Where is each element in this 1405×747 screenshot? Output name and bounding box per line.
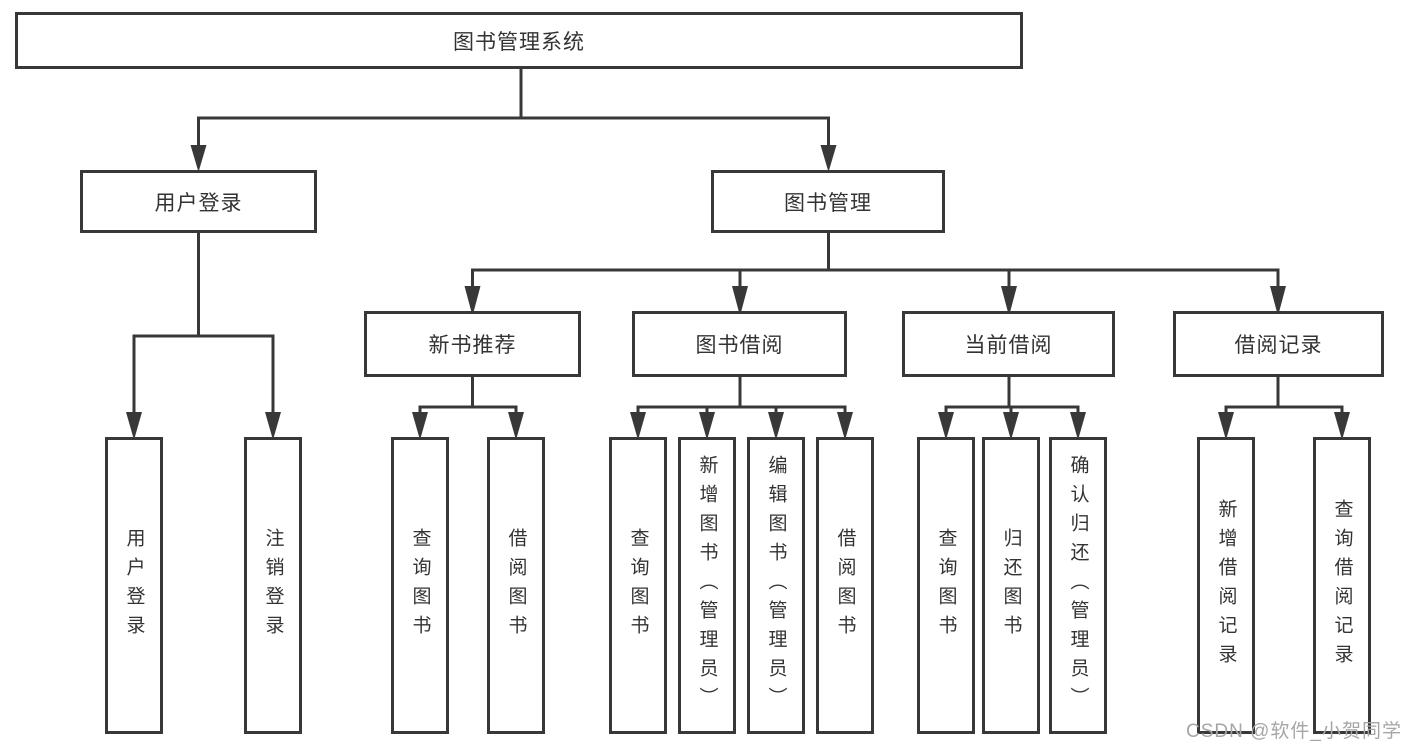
leaf-query-borrow-record-label: 查询借阅记录 [1331,498,1353,673]
arrowhead [1070,412,1086,440]
arrowhead [1218,412,1234,440]
leaf-add-borrow-record: 新增借阅记录 [1197,437,1255,734]
leaf-edit-book-admin: 编辑图书（管理员） [747,437,805,734]
leaf-query-books-current-label: 查询图书 [935,527,957,644]
arrowhead [1003,412,1019,440]
leaf-add-book-admin-label: 新增图书（管理员） [696,455,718,716]
arrowhead [732,286,748,316]
leaf-query-borrow-record: 查询借阅记录 [1313,437,1371,734]
arrowhead [837,412,853,440]
node-new-book-recommend: 新书推荐 [364,311,581,377]
node-new-book-recommend-label: 新书推荐 [428,334,517,357]
arrowhead [1001,286,1017,316]
connector-book-borrow-branch [636,375,847,413]
arrowhead [190,145,207,172]
leaf-return-book-label: 归还图书 [1000,527,1022,644]
arrowhead [1334,412,1350,440]
arrowhead [768,412,784,440]
arrowhead [820,145,837,172]
leaf-query-books-borrow-label: 查询图书 [627,527,649,644]
leaf-borrow-books-borrow: 借阅图书 [816,437,874,734]
leaf-borrow-books-borrow-label: 借阅图书 [834,527,856,644]
leaf-query-books-borrow: 查询图书 [609,437,667,734]
leaf-confirm-return-admin: 确认归还（管理员） [1049,437,1107,734]
leaf-query-books-current: 查询图书 [917,437,975,734]
leaf-add-borrow-record-label: 新增借阅记录 [1215,498,1237,673]
node-current-borrow: 当前借阅 [902,311,1115,377]
leaf-user-login: 用户登录 [105,437,163,734]
node-root-label: 图书管理系统 [453,30,585,54]
leaf-return-book: 归还图书 [982,437,1040,734]
node-book-borrow-label: 图书借阅 [695,334,784,357]
leaf-edit-book-admin-label: 编辑图书（管理员） [765,455,787,716]
arrowhead [630,412,646,440]
node-user-login: 用户登录 [80,170,317,233]
connector-borrow-records-branch [1224,375,1344,413]
arrowhead [412,412,428,440]
node-current-borrow-label: 当前借阅 [964,334,1053,357]
arrowhead [508,412,524,440]
leaf-logout: 注销登录 [244,437,302,734]
arrowhead [1270,286,1286,316]
connector-root-to-level2 [197,67,830,146]
arrowhead [699,412,715,440]
leaf-query-books-recommend-label: 查询图书 [409,527,431,644]
node-book-management: 图书管理 [711,170,945,233]
node-borrow-records-label: 借阅记录 [1234,334,1323,357]
node-borrow-records: 借阅记录 [1173,311,1384,377]
node-root: 图书管理系统 [15,12,1023,69]
arrowhead [265,412,281,440]
leaf-user-login-label: 用户登录 [123,527,145,644]
arrowhead [938,412,954,440]
leaf-logout-label: 注销登录 [262,527,284,644]
leaf-query-books-recommend: 查询图书 [391,437,449,734]
leaf-borrow-books-recommend-label: 借阅图书 [505,527,527,644]
connector-new-book-recommend-branch [418,375,518,413]
arrowhead [126,412,142,440]
node-user-login-label: 用户登录 [154,191,243,215]
csdn-watermark: CSDN @软件_小贺同学 [1186,721,1402,742]
connector-current-borrow-branch [944,375,1080,413]
node-book-borrow: 图书借阅 [632,311,847,377]
leaf-borrow-books-recommend: 借阅图书 [487,437,545,734]
leaf-add-book-admin: 新增图书（管理员） [678,437,736,734]
connector-user-login-branch [132,231,275,413]
node-book-management-label: 图书管理 [784,191,872,215]
connector-book-management-to-level3 [471,231,1280,287]
arrowhead [464,286,481,316]
leaf-confirm-return-admin-label: 确认归还（管理员） [1067,455,1089,716]
